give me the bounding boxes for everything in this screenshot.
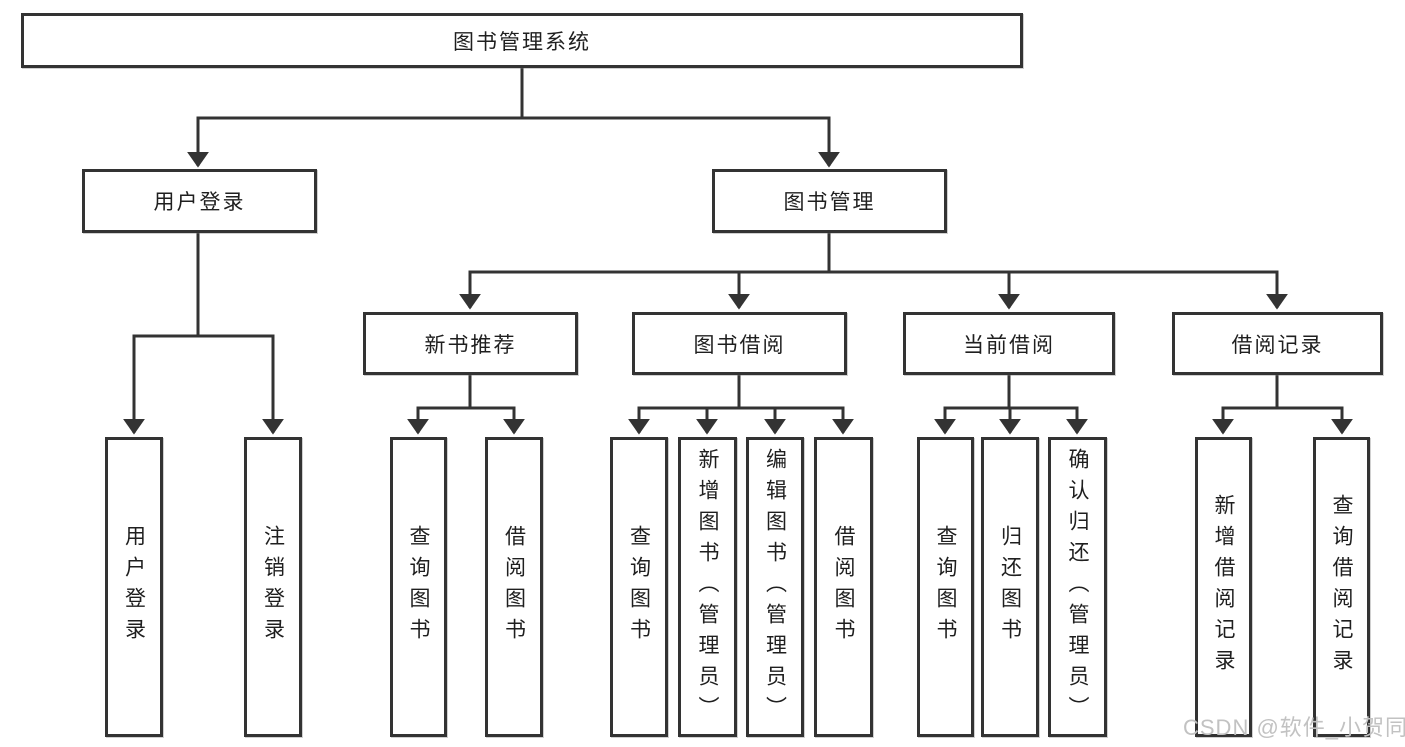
node-label: 当前借阅 [963, 333, 1055, 357]
leaf-label: 查询借阅记录 [1330, 494, 1353, 680]
leaf-label: 查询图书 [407, 525, 430, 649]
leaf-query-books-current: 查询图书 [917, 437, 974, 737]
leaf-logout: 注销登录 [244, 437, 302, 737]
leaf-borrow-books-recommend: 借阅图书 [485, 437, 543, 737]
leaf-add-borrow-record: 新增借阅记录 [1195, 437, 1252, 737]
node-label: 借阅记录 [1231, 333, 1324, 357]
leaf-label: 借阅图书 [832, 525, 855, 649]
node-borrowing-records: 借阅记录 [1172, 312, 1383, 375]
leaf-label: 新增图书（管理员） [696, 447, 719, 727]
leaf-add-books-admin: 新增图书（管理员） [678, 437, 737, 737]
node-book-management: 图书管理 [712, 169, 947, 233]
csdn-watermark: CSDN @软件_小贺同学 [1183, 715, 1405, 740]
leaf-query-borrow-record: 查询借阅记录 [1313, 437, 1370, 737]
node-library-management-system: 图书管理系统 [21, 13, 1023, 68]
leaf-return-books: 归还图书 [981, 437, 1039, 737]
leaf-label: 查询图书 [627, 525, 651, 649]
leaf-borrow-books: 借阅图书 [814, 437, 873, 737]
leaf-query-books-borrowing: 查询图书 [610, 437, 668, 737]
leaf-label: 借阅图书 [502, 525, 526, 649]
node-user-login: 用户登录 [82, 169, 317, 233]
leaf-label: 新增借阅记录 [1212, 494, 1235, 680]
leaf-label: 归还图书 [998, 525, 1022, 649]
leaf-edit-books-admin: 编辑图书（管理员） [746, 437, 804, 737]
leaf-label: 查询图书 [934, 525, 957, 649]
leaf-label: 编辑图书（管理员） [763, 447, 787, 727]
leaf-confirm-return-admin: 确认归还（管理员） [1048, 437, 1107, 737]
node-label: 新书推荐 [424, 333, 517, 357]
leaf-label: 确认归还（管理员） [1066, 447, 1089, 727]
leaf-user-login: 用户登录 [105, 437, 163, 737]
leaf-label: 注销登录 [261, 525, 285, 649]
node-label: 用户登录 [153, 191, 246, 214]
node-label: 图书借阅 [693, 333, 786, 357]
node-label: 图书管理 [783, 191, 876, 214]
leaf-query-books-recommend: 查询图书 [390, 437, 447, 737]
node-label: 图书管理系统 [453, 30, 591, 54]
node-book-borrowing: 图书借阅 [632, 312, 847, 375]
leaf-label: 用户登录 [122, 525, 146, 649]
node-new-book-recommendation: 新书推荐 [363, 312, 578, 375]
node-current-borrowing: 当前借阅 [903, 312, 1115, 375]
